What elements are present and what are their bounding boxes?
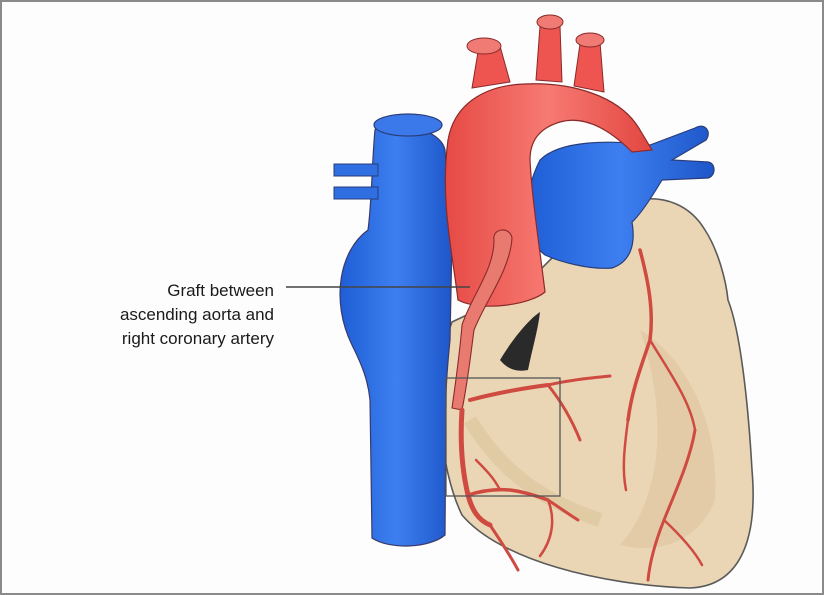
callout-line-2: ascending aorta and bbox=[60, 303, 274, 327]
pulmonary-vein-upper bbox=[334, 164, 378, 176]
left-subclavian-artery bbox=[574, 42, 604, 92]
pulmonary-vein-lower bbox=[334, 187, 378, 199]
vena-cava-opening bbox=[374, 114, 442, 136]
graft-callout-label: Graft between ascending aorta and right … bbox=[60, 279, 274, 351]
callout-line-1: Graft between bbox=[60, 279, 274, 303]
callout-line-3: right coronary artery bbox=[60, 327, 274, 351]
left-common-carotid bbox=[536, 26, 562, 82]
